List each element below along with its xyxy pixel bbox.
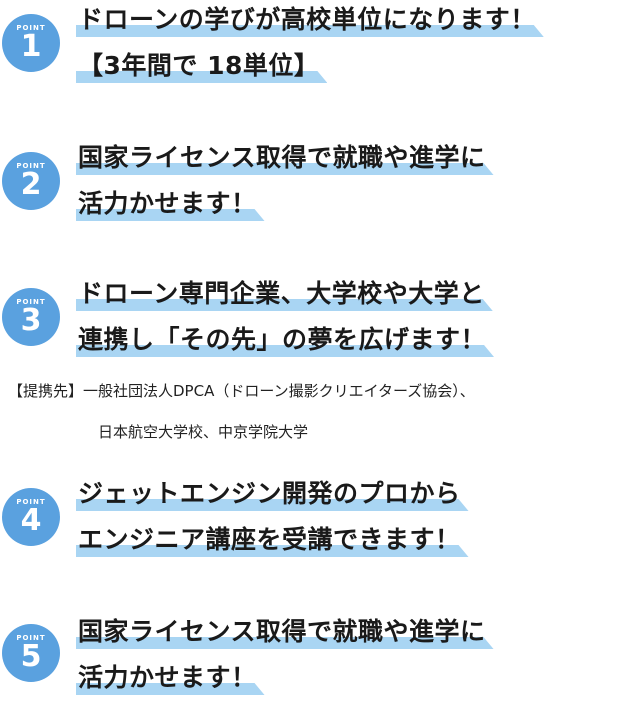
badge-number: 4: [20, 503, 42, 538]
point-5-line-2: 活力かせます！: [78, 658, 257, 698]
point-badge-3: POINT 3: [2, 288, 60, 346]
point-badge-5: POINT 5: [2, 624, 60, 682]
badge-number: 1: [20, 29, 42, 64]
point-badge-2: POINT 2: [2, 152, 60, 210]
point-3-line-2: 連携し「その先」の夢を広げます！: [78, 320, 486, 360]
badge-number: 3: [20, 303, 42, 338]
badge-label: POINT: [16, 298, 46, 306]
partner-note-line-1: 【提携先】一般社団法人DPCA（ドローン撮影クリエイターズ協会）、: [8, 382, 475, 400]
point-badge-1: POINT 1: [2, 14, 60, 72]
point-4-line-2: エンジニア講座を受講できます！: [78, 520, 461, 560]
badge-label: POINT: [16, 162, 46, 170]
point-4-line-1: ジェットエンジン開発のプロから: [78, 474, 461, 514]
badge-number: 2: [20, 167, 42, 202]
point-2-line-2: 活力かせます！: [78, 184, 257, 224]
badge-label: POINT: [16, 498, 46, 506]
badge-label: POINT: [16, 24, 46, 32]
point-3-line-1: ドローン専門企業、大学校や大学と: [78, 274, 485, 314]
badge-number: 5: [20, 639, 42, 674]
badge-label: POINT: [16, 634, 46, 642]
point-badge-4: POINT 4: [2, 488, 60, 546]
point-5-line-1: 国家ライセンス取得で就職や進学に: [78, 612, 486, 652]
partner-note-line-2: 日本航空大学校、中京学院大学: [98, 423, 309, 441]
point-1-line-2: 【3年間で 18単位】: [78, 46, 319, 86]
point-2-line-1: 国家ライセンス取得で就職や進学に: [78, 138, 486, 178]
point-1-line-1: ドローンの学びが高校単位になります！: [78, 0, 536, 40]
